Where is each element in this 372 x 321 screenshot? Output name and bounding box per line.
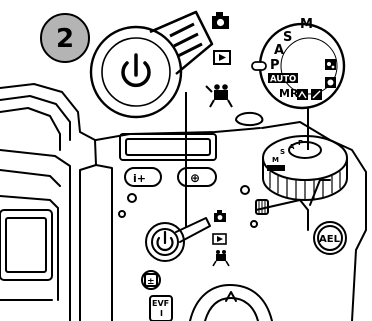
mode-label-a: A: [274, 43, 284, 58]
mode-dial-callout: M S A P AUTO MR: [252, 17, 344, 108]
body-camera-icon: [214, 210, 226, 222]
mode-label-p: P: [270, 58, 280, 73]
svg-text:A: A: [289, 143, 295, 151]
evf-label: EVF: [152, 299, 169, 308]
body-playback-icon: [213, 234, 226, 244]
ael-button-label: AEL: [319, 234, 341, 245]
camera-icon: [212, 12, 229, 29]
magnify-button-label: ⊕: [190, 171, 200, 185]
step-number: 2: [56, 24, 74, 54]
svg-text:P: P: [298, 139, 303, 147]
movie-icon: [206, 84, 232, 107]
power-switch-callout: [91, 12, 212, 117]
svg-text:M: M: [272, 156, 279, 164]
body-movie-icon: [213, 250, 229, 266]
camera-body: [0, 84, 366, 321]
playback-icon: [214, 51, 230, 64]
mode-label-m: M: [300, 17, 313, 32]
step-badge: 2: [41, 14, 89, 62]
mode-label-auto: AUTO: [270, 75, 296, 85]
info-button-label: i+: [133, 172, 146, 185]
mode-label-s: S: [283, 30, 292, 45]
evf-sub-label: I: [160, 309, 163, 318]
exposure-comp-icon: ±: [147, 277, 155, 287]
mode-label-mr: MR: [279, 87, 299, 100]
body-power-icon: [157, 232, 172, 250]
svg-text:S: S: [280, 148, 285, 156]
